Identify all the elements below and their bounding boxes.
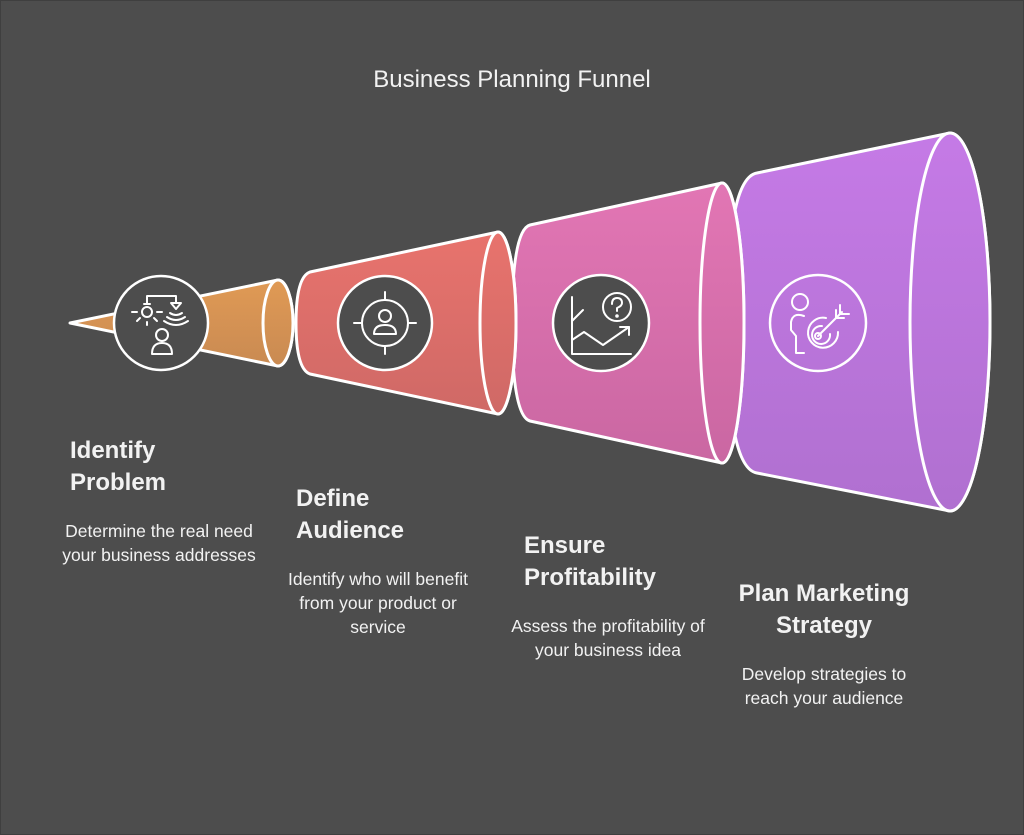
stage-heading-line: Audience bbox=[296, 517, 405, 544]
target-audience-icon bbox=[353, 291, 417, 355]
stage-heading-line: Strategy bbox=[775, 612, 873, 639]
stage-description: Develop strategies to reach your audienc… bbox=[741, 664, 907, 708]
person-target-icon bbox=[790, 293, 850, 354]
stage-label-identify-problem: Identify Problem Determine the real need… bbox=[56, 435, 262, 567]
stage-heading: Ensure Profitability bbox=[508, 530, 708, 594]
stage-description: Assess the profitability of your busines… bbox=[511, 616, 705, 660]
stage-heading-line: Profitability bbox=[524, 564, 657, 591]
stage-heading-line: Identify bbox=[70, 437, 156, 464]
stage-heading: Plan Marketing Strategy bbox=[722, 578, 926, 642]
diagram-title: Business Planning Funnel bbox=[373, 66, 651, 93]
problem-analysis-icon bbox=[131, 295, 189, 355]
icon-circle bbox=[551, 273, 651, 373]
stage-label-ensure-profitability: Ensure Profitability Assess the profitab… bbox=[508, 530, 708, 662]
stage-heading: Define Audience bbox=[280, 483, 476, 547]
funnel-segment-rim bbox=[698, 181, 746, 465]
funnel-segment-rim bbox=[261, 278, 295, 368]
profit-chart-question-icon bbox=[571, 292, 632, 355]
funnel-segment-rim bbox=[908, 131, 992, 513]
stage-description: Determine the real need your business ad… bbox=[62, 521, 256, 565]
icon-circle bbox=[112, 274, 210, 372]
stage-description: Identify who will benefit from your prod… bbox=[288, 569, 468, 637]
funnel-segment-rim bbox=[478, 230, 518, 416]
stage-label-define-audience: Define Audience Identify who will benefi… bbox=[280, 483, 476, 639]
funnel-stage-plan-marketing-strategy bbox=[725, 131, 992, 513]
stage-heading-line: Ensure bbox=[524, 532, 606, 559]
icon-circle bbox=[768, 273, 868, 373]
stage-heading-line: Plan Marketing bbox=[738, 580, 910, 607]
stage-heading: Identify Problem bbox=[56, 435, 262, 499]
stage-heading-line: Problem bbox=[70, 469, 167, 496]
stage-label-plan-marketing-strategy: Plan Marketing Strategy Develop strategi… bbox=[722, 578, 926, 710]
stage-heading-line: Define bbox=[296, 485, 370, 512]
